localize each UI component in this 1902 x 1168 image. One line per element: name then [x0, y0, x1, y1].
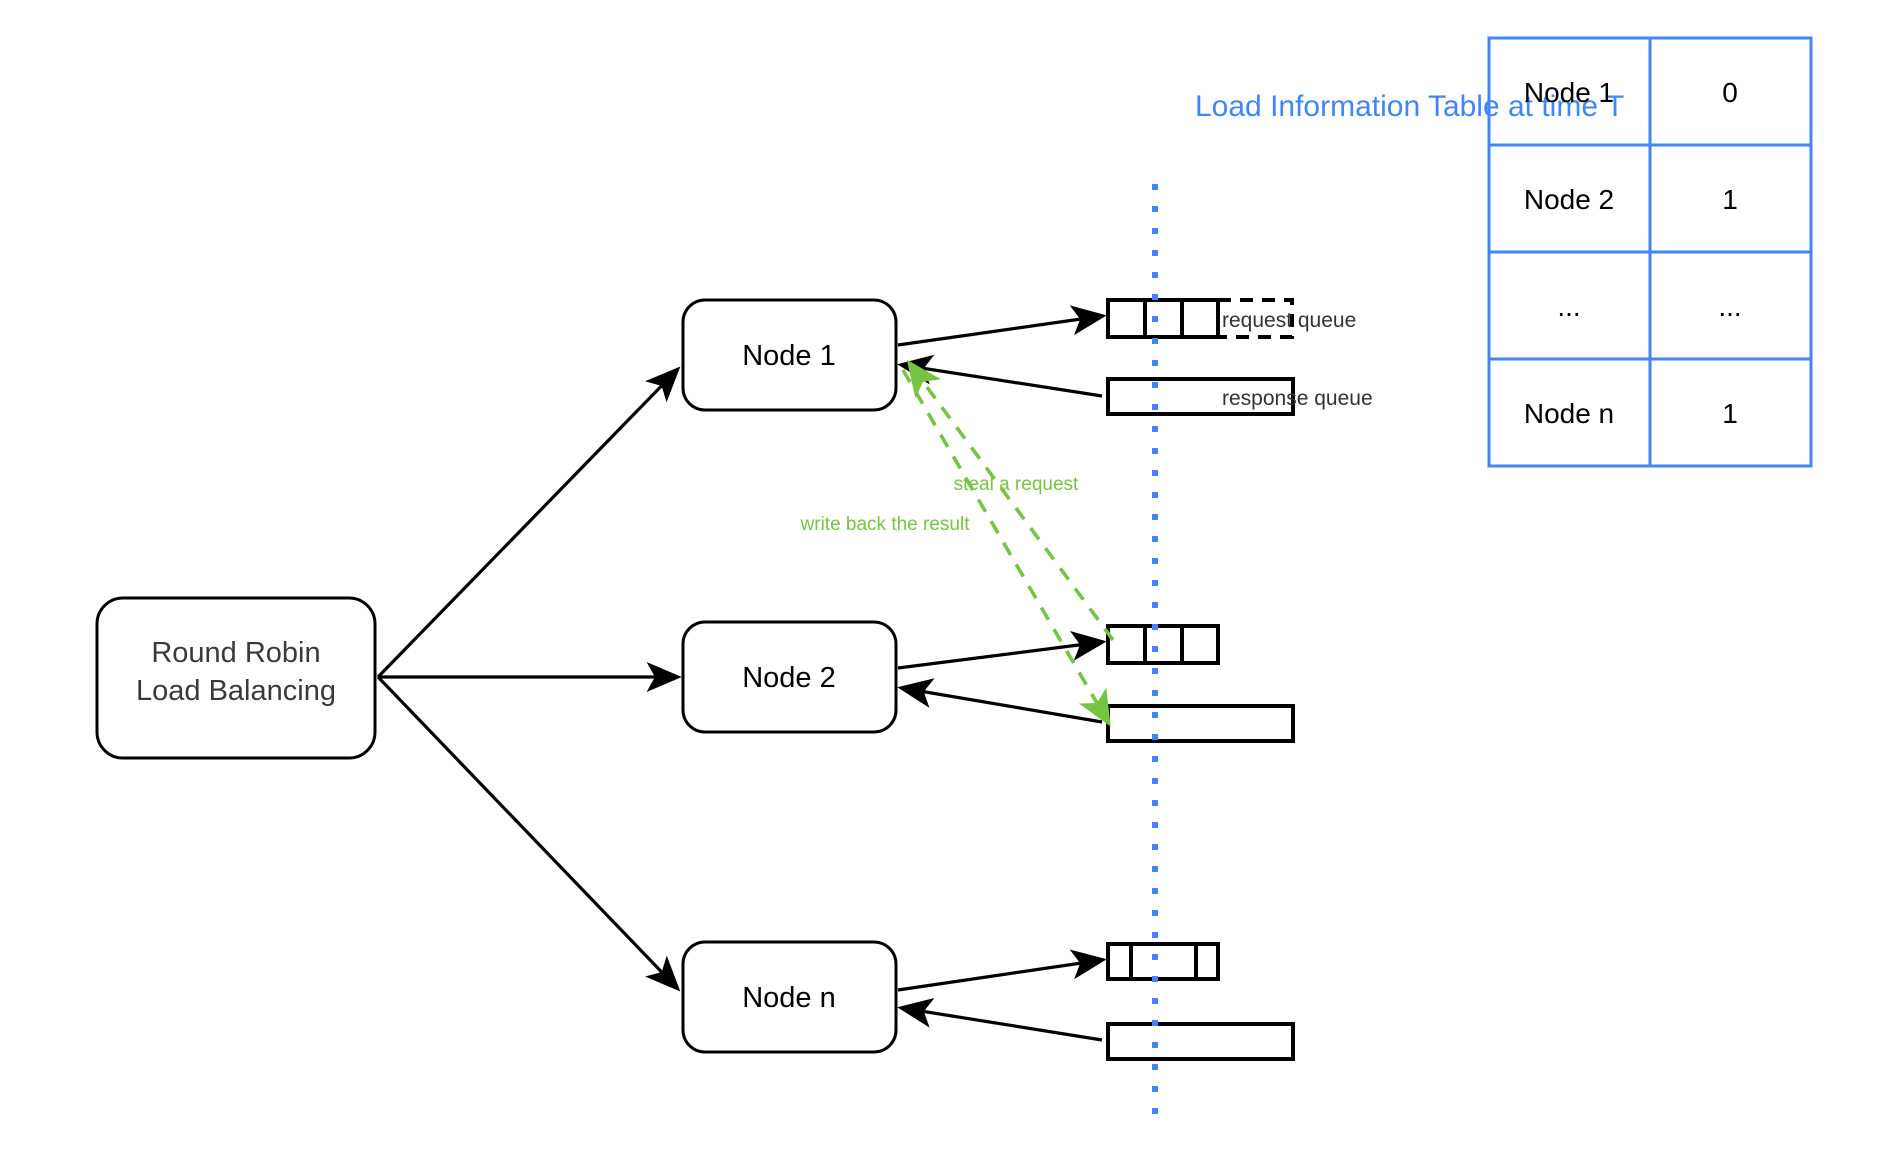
node-1-request-queue[interactable] [1106, 298, 1294, 339]
node-n-box[interactable] [681, 940, 898, 1054]
node-1-group[interactable]: Node 1 [681, 298, 898, 412]
table-cell-load-value: ... [1718, 291, 1741, 322]
table-cell-load-value: 0 [1722, 77, 1738, 108]
steal-a-request-arrow [906, 359, 1115, 642]
load-table-title: Load Information Table at time T [1195, 90, 1624, 123]
node2-response-queue-to-node-arrow [897, 678, 1103, 724]
steal-a-request-label: steal a request [954, 474, 1079, 495]
noden-response-queue-to-node-arrow [897, 997, 1103, 1042]
table-row: ... ... [1557, 291, 1741, 322]
node-2-request-queue-box[interactable] [1106, 624, 1220, 665]
table-cell-node-name: ... [1557, 291, 1580, 322]
node-n-request-queue[interactable] [1106, 942, 1220, 981]
node-2-request-queue[interactable] [1106, 624, 1220, 665]
node-2-response-queue[interactable] [1106, 704, 1295, 743]
request-queue-label: request queue [1222, 309, 1356, 332]
node-n-request-queue-box[interactable] [1106, 942, 1220, 981]
node-1-label: Node 1 [742, 340, 836, 372]
response-queue-label: response queue [1222, 387, 1373, 410]
table-row: Node 1 0 [1524, 77, 1738, 108]
table-cell-node-name: Node 1 [1524, 77, 1614, 108]
load-balancer-line2: Load Balancing [136, 675, 336, 707]
table-cell-load-value: 1 [1722, 398, 1738, 429]
lb-to-noden-arrow [376, 675, 681, 992]
load-information-table: Node 1 0 Node 2 1 ... ... Node n 1 [1487, 36, 1813, 468]
node-1-request-queue-ghost-cell [1216, 298, 1294, 339]
lb-to-node1-arrow [376, 366, 681, 679]
node-1-response-queue[interactable] [1106, 377, 1295, 416]
load-balancer-line1: Round Robin [151, 637, 320, 669]
node-1-box[interactable] [681, 298, 898, 412]
table-cell-load-value: 1 [1722, 184, 1738, 215]
node-2-response-queue-box[interactable] [1106, 704, 1295, 743]
node-n-response-queue[interactable] [1106, 1022, 1295, 1061]
write-back-the-result-arrow [901, 369, 1111, 727]
table-row: Node 2 1 [1524, 184, 1738, 215]
table-cell-node-name: Node 2 [1524, 184, 1614, 215]
load-balancer-box[interactable] [95, 596, 377, 760]
node-n-label: Node n [742, 982, 836, 1014]
node1-to-request-queue-arrow [897, 305, 1107, 347]
round-robin-load-balancer[interactable]: Round Robin Load Balancing [95, 596, 377, 760]
node-n-group[interactable]: Node n [681, 940, 898, 1054]
node-2-box[interactable] [681, 620, 898, 734]
node-1-response-queue-box[interactable] [1106, 377, 1295, 416]
node-1-request-queue-box[interactable] [1106, 298, 1220, 339]
node-2-label: Node 2 [742, 662, 836, 694]
table-row: Node n 1 [1524, 398, 1738, 429]
noden-to-request-queue-arrow [897, 949, 1107, 992]
write-back-the-result-label: write back the result [800, 514, 971, 535]
table-cell-node-name: Node n [1524, 398, 1614, 429]
node-n-response-queue-box[interactable] [1106, 1022, 1295, 1061]
node2-to-request-queue-arrow [897, 630, 1107, 670]
node-2-group[interactable]: Node 2 [681, 620, 898, 734]
